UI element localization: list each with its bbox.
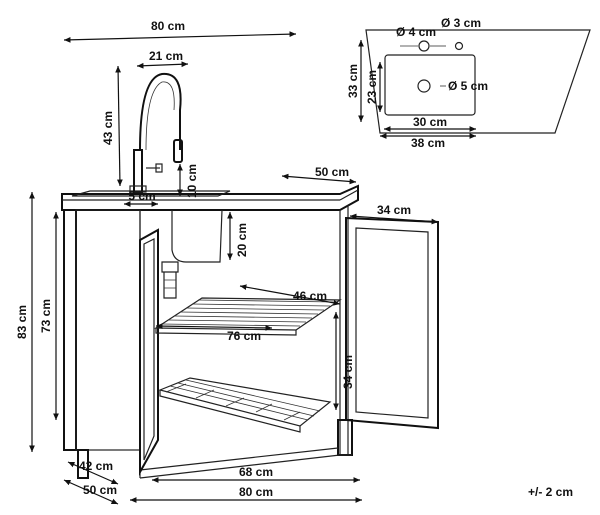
dimension-annotations: 80 cm 21 cm 43 cm 10 cm 5 cm 50 cm 20 cm… bbox=[15, 19, 573, 505]
cabinet-left-side bbox=[63, 209, 77, 451]
top-width-label: 80 cm bbox=[151, 19, 185, 33]
faucet-reach-arrow bbox=[136, 61, 189, 69]
shelf-depth-arrow bbox=[239, 284, 341, 306]
drain-pipe bbox=[161, 261, 179, 299]
door-width-label: 34 cm bbox=[377, 203, 411, 217]
sink-basin bbox=[171, 209, 223, 263]
basin-offset-label: 5 cm bbox=[128, 189, 155, 203]
inner-width-label: 68 cm bbox=[239, 465, 273, 479]
sink-outer-width-label: 38 cm bbox=[411, 136, 445, 150]
door-width-arrow bbox=[349, 213, 439, 225]
faucet bbox=[129, 72, 183, 193]
tolerance-note: +/- 2 cm bbox=[528, 485, 573, 499]
shelf-width-arrow bbox=[155, 323, 273, 331]
small-hole-label: Ø 3 cm bbox=[441, 16, 481, 30]
drain-hole-label: Ø 5 cm bbox=[448, 79, 488, 93]
right-door bbox=[345, 216, 439, 430]
faucet-hole-label: Ø 4 cm bbox=[396, 25, 436, 39]
faucet-height-arrow bbox=[115, 65, 123, 187]
shelf-depth-label: 46 cm bbox=[293, 289, 327, 303]
sink-outer-outline bbox=[365, 29, 591, 134]
sink-plan-view: 33 cm 23 cm Ø 4 cm Ø 3 cm Ø 5 cm 30 cm 3… bbox=[346, 16, 591, 150]
body-height-label: 73 cm bbox=[39, 299, 53, 333]
countertop bbox=[61, 184, 359, 211]
sink-basin-outline bbox=[384, 54, 476, 116]
faucet-hole bbox=[418, 40, 430, 52]
left-door bbox=[139, 228, 159, 476]
top-depth-arrow bbox=[281, 173, 357, 185]
base-depth-label: 42 cm bbox=[79, 459, 113, 473]
top-width-arrow bbox=[63, 31, 297, 43]
cabinet-drawing bbox=[61, 72, 439, 479]
bottom-width-label: 80 cm bbox=[239, 485, 273, 499]
sink-top-rim bbox=[71, 190, 231, 197]
shelf-width-label: 76 cm bbox=[227, 329, 261, 343]
top-depth-label: 50 cm bbox=[315, 165, 349, 179]
drain-hole bbox=[417, 79, 431, 93]
sink-outer-depth-label: 33 cm bbox=[346, 64, 360, 98]
small-hole bbox=[454, 41, 464, 51]
faucet-reach-label: 21 cm bbox=[149, 49, 183, 63]
basin-depth-label: 20 cm bbox=[235, 223, 249, 257]
total-height-label: 83 cm bbox=[15, 305, 29, 339]
shelf-gap-label: 34 cm bbox=[341, 355, 355, 389]
bottom-depth-arrow bbox=[63, 479, 119, 505]
lower-shelf bbox=[158, 377, 332, 433]
bottom-depth-label: 50 cm bbox=[83, 483, 117, 497]
sink-inner-depth-label: 23 cm bbox=[365, 70, 379, 104]
faucet-height-label: 43 cm bbox=[101, 111, 115, 145]
spout-height-label: 10 cm bbox=[185, 164, 199, 198]
sink-inner-width-label: 30 cm bbox=[413, 115, 447, 129]
